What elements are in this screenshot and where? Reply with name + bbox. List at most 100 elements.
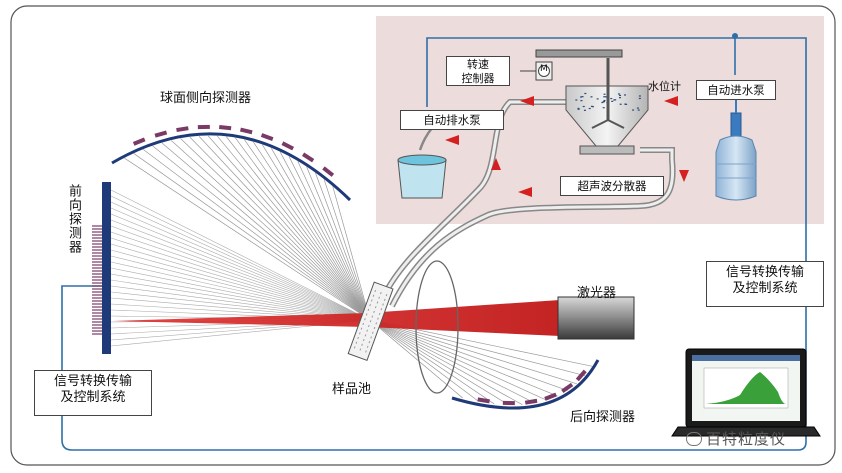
- side-ray: [189, 136, 371, 321]
- back-ray: [369, 319, 480, 402]
- water-bottle-icon: [715, 112, 757, 201]
- side-ray: [226, 136, 371, 321]
- aperture-ring: [415, 260, 459, 394]
- tank-particle: [619, 103, 622, 105]
- stirrer-blade: [591, 119, 609, 129]
- auto-drain-pump: 自动排水泵: [400, 110, 504, 130]
- return-tube-inner: [390, 148, 675, 307]
- speed-controller-line1: 转速: [467, 58, 489, 71]
- forward-detector-elements: [92, 225, 102, 335]
- forward-ray: [110, 243, 371, 321]
- side-detector-element: [260, 133, 274, 142]
- side-detector-element: [281, 141, 295, 151]
- back-ray: [369, 319, 536, 404]
- outer-frame: [10, 5, 836, 466]
- forward-ray: [110, 213, 371, 321]
- forward-ray: [110, 195, 371, 321]
- side-ray: [207, 135, 371, 321]
- tank-particle: [603, 99, 606, 102]
- ultrasonic-plate: [579, 145, 635, 155]
- forward-detector-label: 前向探测器: [66, 184, 81, 254]
- signal-wiring: [61, 37, 807, 451]
- tank-particle: [584, 92, 587, 95]
- back-ray: [369, 319, 495, 405]
- sample-cell-label: 样品池: [332, 382, 372, 397]
- side-ray: [288, 156, 371, 321]
- tank-particle: [583, 109, 586, 111]
- tank-particle: [601, 101, 604, 104]
- tank-particle: [581, 96, 584, 98]
- tank-particle: [611, 100, 614, 102]
- side-detector-element: [301, 152, 315, 163]
- ultrasonic-disperser: 超声波分散器: [560, 176, 664, 196]
- back-detector-element: [477, 397, 490, 404]
- tank-particle: [632, 109, 635, 111]
- drive-belt: [535, 49, 623, 58]
- back-detector-element: [524, 398, 538, 405]
- tank-particle: [619, 94, 622, 97]
- forward-ray: [110, 237, 371, 321]
- tank-particle: [624, 94, 627, 96]
- laser-beam: [113, 300, 560, 336]
- spherical-detector-arc: [111, 132, 352, 202]
- forward-ray: [110, 267, 371, 321]
- signal-right-line1: 信号转换传输: [725, 265, 804, 280]
- tank-particle: [638, 97, 641, 100]
- tank-particle: [588, 107, 591, 110]
- side-ray: [271, 147, 371, 321]
- spherical-side-detector-label: 球面侧向探测器: [160, 91, 252, 106]
- side-ray: [279, 151, 371, 321]
- side-ray: [297, 161, 371, 321]
- watermark-text: 百特粒度仪: [706, 430, 787, 448]
- forward-detector-board: [102, 182, 111, 354]
- speed-controller: 转速 控制器: [446, 56, 510, 86]
- tank-particle: [624, 103, 627, 105]
- side-ray: [306, 166, 371, 321]
- tank-particle: [575, 99, 578, 101]
- signal-left-line1: 信号转换传输: [53, 374, 132, 389]
- side-detector-element: [132, 137, 146, 146]
- tank-particle: [602, 107, 605, 109]
- side-ray: [244, 139, 371, 321]
- bucket-icon: [397, 127, 447, 199]
- back-ray: [369, 319, 523, 406]
- back-detector-element: [502, 400, 515, 406]
- side-ray: [262, 144, 371, 321]
- tank-particle: [638, 95, 641, 97]
- wire-junction: [732, 33, 738, 39]
- back-ray: [369, 319, 558, 397]
- laser-body: [557, 296, 635, 340]
- tank-particle: [582, 105, 585, 108]
- tank-particle: [596, 98, 599, 100]
- forward-ray: [110, 249, 371, 321]
- tank-particle: [577, 108, 580, 110]
- tank-particle: [590, 105, 593, 107]
- side-ray: [253, 141, 371, 321]
- auto-inlet-pump: 自动进水泵: [696, 80, 776, 100]
- back-ray: [369, 319, 509, 406]
- side-ray: [198, 136, 371, 321]
- tank-particle: [602, 100, 605, 103]
- tank-particle: [603, 93, 606, 95]
- forward-ray: [110, 255, 371, 321]
- tank-particle: [618, 93, 621, 95]
- spherical-detector-elements: [132, 124, 335, 177]
- forward-ray: [110, 189, 371, 321]
- watermark: 百特粒度仪: [686, 428, 786, 449]
- side-detector-element: [154, 130, 168, 138]
- back-detector-element: [575, 369, 587, 382]
- tank-particle: [603, 96, 606, 98]
- side-detector-element: [218, 125, 232, 131]
- side-ray: [143, 149, 371, 321]
- laser-label: 激光器: [577, 286, 617, 301]
- tank-particles: [575, 92, 641, 111]
- flow-arrows: [445, 96, 689, 197]
- back-detector-arc: [451, 359, 600, 410]
- back-ray: [369, 319, 547, 401]
- laptop-icon: [671, 348, 821, 437]
- back-ray: [369, 319, 577, 385]
- side-ray: [171, 140, 371, 321]
- side-ray: [180, 138, 371, 321]
